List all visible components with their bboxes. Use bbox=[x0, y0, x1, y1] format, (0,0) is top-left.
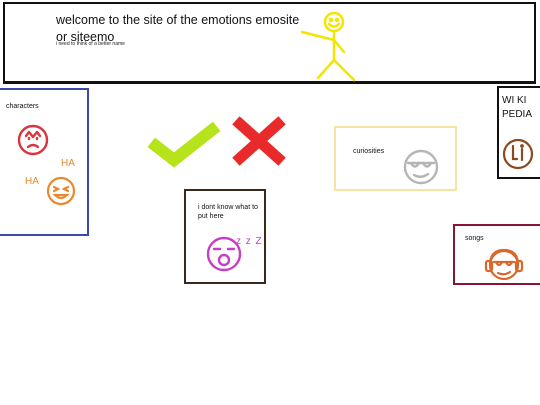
songs-panel[interactable] bbox=[453, 224, 540, 285]
characters-panel[interactable] bbox=[0, 88, 89, 236]
stickman-icon bbox=[300, 11, 356, 82]
zzz-text: z z Z bbox=[236, 236, 263, 247]
ha-text-2: HA bbox=[25, 176, 39, 187]
page-subtitle: i need to think of a better name bbox=[56, 41, 125, 47]
curiosities-panel[interactable] bbox=[334, 126, 457, 191]
cross-icon[interactable] bbox=[232, 116, 286, 166]
sleepy-face-icon[interactable] bbox=[205, 236, 243, 272]
wikipedia-panel[interactable] bbox=[497, 86, 540, 179]
cool-face-icon[interactable] bbox=[402, 149, 440, 185]
header-banner bbox=[3, 2, 536, 84]
check-icon[interactable] bbox=[147, 121, 221, 168]
ha-text-1: HA bbox=[61, 158, 75, 169]
curiosities-label: curiosities bbox=[353, 148, 385, 155]
characters-label: characters bbox=[6, 103, 39, 110]
sleepy-label: i dont know what to put here bbox=[198, 204, 258, 220]
songs-label: songs bbox=[465, 235, 484, 242]
wiki-face-icon[interactable] bbox=[502, 138, 534, 170]
page-title: welcome to the site of the emotions emos… bbox=[56, 13, 300, 44]
sleepy-panel[interactable] bbox=[184, 189, 266, 284]
laughing-face-icon[interactable] bbox=[46, 176, 76, 206]
wikipedia-label: WI KI PEDIA bbox=[502, 95, 533, 120]
headphones-face-icon[interactable] bbox=[484, 246, 524, 282]
angry-face-icon[interactable] bbox=[17, 124, 49, 156]
